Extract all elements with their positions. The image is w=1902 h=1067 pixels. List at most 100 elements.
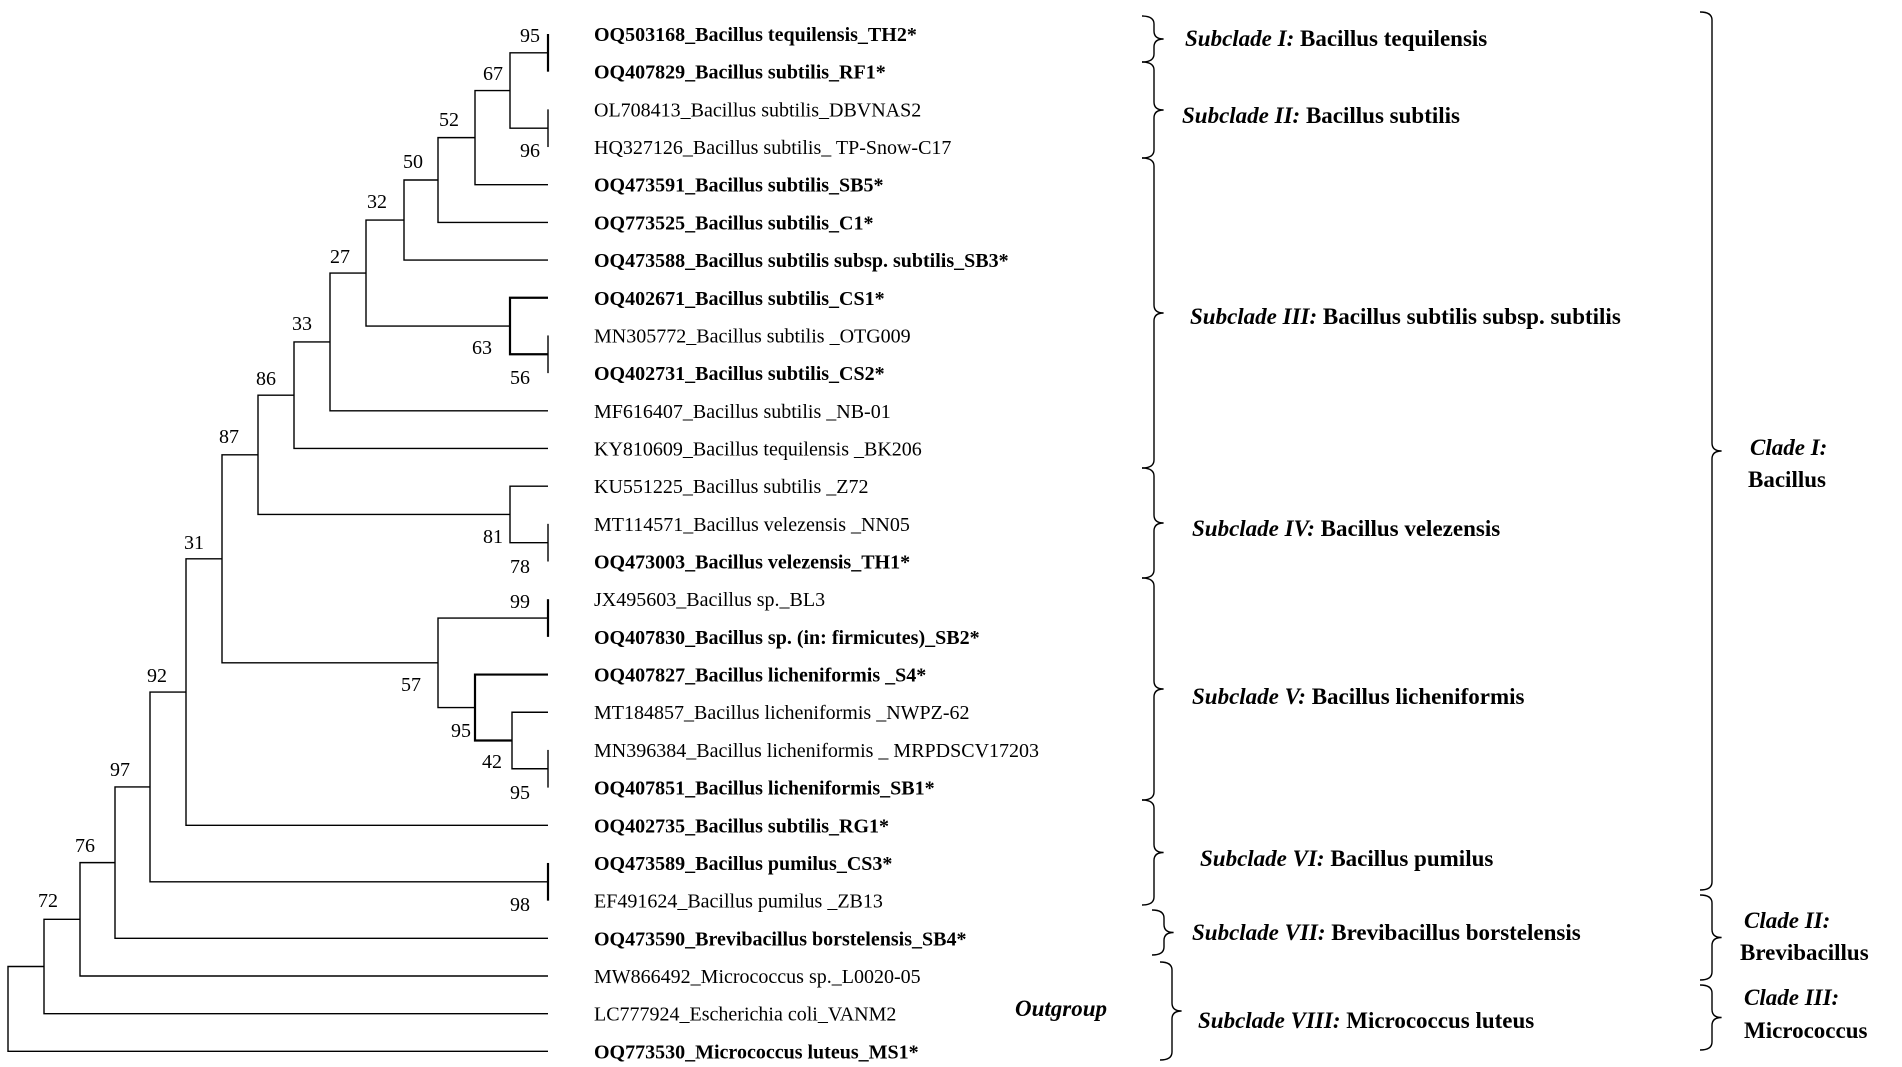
leaf-label: OQ773530_Micrococcus luteus_MS1* <box>594 1041 919 1063</box>
bootstrap-value: 27 <box>330 246 350 268</box>
clade-label-1-prefix: Clade I: <box>1750 435 1827 460</box>
bootstrap-labels: 95 67 96 52 50 32 27 63 56 33 86 87 81 78 31 99 57 95 42 95… <box>38 25 540 916</box>
leaf-label: OQ407830_Bacillus sp. (in: firmicutes)_S… <box>594 627 980 649</box>
bootstrap-value: 31 <box>184 532 204 554</box>
bootstrap-value: 67 <box>483 63 503 85</box>
leaf-label: LC777924_Escherichia coli_VANM2 <box>594 1004 896 1026</box>
tree-branch <box>7 965 548 1053</box>
bootstrap-value: 95 <box>510 782 530 804</box>
clade-brackets <box>1141 11 1722 1061</box>
tree-branch <box>257 394 510 516</box>
tree-branch <box>403 179 548 261</box>
leaf-labels: OQ503168_Bacillus tequilensis_TH2* OQ4078… <box>594 24 1039 1063</box>
subclade-label-4: Subclade IV: Bacillus velezensis <box>1192 516 1500 541</box>
leaf-label: EF491624_Bacillus pumilus _ZB13 <box>594 891 883 913</box>
tree-branch <box>509 485 548 544</box>
clade-label-3-name: Micrococcus <box>1744 1018 1868 1043</box>
leaf-label: KY810609_Bacillus tequilensis _BK206 <box>594 438 922 460</box>
leaf-label: MT114571_Bacillus velezensis _NN05 <box>594 514 910 536</box>
bootstrap-value: 32 <box>367 191 387 213</box>
clade-bracket <box>1151 909 1174 956</box>
bootstrap-value: 87 <box>219 426 239 448</box>
bootstrap-value: 72 <box>38 890 58 912</box>
leaf-label: OQ473588_Bacillus subtilis subsp. subtil… <box>594 250 1009 272</box>
subclade-label-3: Subclade III: Bacillus subtilis subsp. s… <box>1190 304 1621 329</box>
tree-branch <box>329 272 548 412</box>
tree-branch <box>149 691 548 883</box>
clade-label-3-prefix: Clade III: <box>1744 985 1839 1010</box>
leaf-label: JX495603_Bacillus sp._BL3 <box>594 589 825 611</box>
leaf-label: OQ407829_Bacillus subtilis_RF1* <box>594 62 886 84</box>
tree-branch <box>114 786 548 940</box>
leaf-label: MN305772_Bacillus subtilis _OTG009 <box>594 325 911 347</box>
leaf-label: OQ402731_Bacillus subtilis_CS2* <box>594 363 885 385</box>
subclade-label-6: Subclade VI: Bacillus pumilus <box>1200 846 1493 871</box>
tree-branch <box>43 918 548 1015</box>
bootstrap-value: 52 <box>439 109 459 131</box>
tree-branch <box>437 617 548 709</box>
tree-branch <box>221 454 438 664</box>
bootstrap-value: 97 <box>110 759 130 781</box>
clade-bracket <box>1141 577 1164 801</box>
clade-bracket <box>1141 157 1164 469</box>
bootstrap-value: 98 <box>510 894 530 916</box>
clade-bracket <box>1699 984 1722 1051</box>
leaf-label: OQ473590_Brevibacillus borstelensis_SB4* <box>594 928 966 950</box>
bootstrap-value: 78 <box>510 556 530 578</box>
clade-bracket <box>1699 894 1722 981</box>
clade-bracket <box>1141 799 1164 906</box>
leaf-label: OQ402671_Bacillus subtilis_CS1* <box>594 288 885 310</box>
tree-branch <box>293 341 548 450</box>
tree-branch <box>474 89 548 186</box>
bootstrap-value: 86 <box>256 368 276 390</box>
clade-bracket <box>1159 961 1182 1061</box>
leaf-label: MN396384_Bacillus licheniformis _ MRPDSC… <box>594 740 1039 762</box>
leaf-label: OQ773525_Bacillus subtilis_C1* <box>594 212 874 234</box>
leaf-label: OQ402735_Bacillus subtilis_RG1* <box>594 815 889 837</box>
leaf-label: MT184857_Bacillus licheniformis _NWPZ-62 <box>594 702 970 724</box>
bootstrap-value: 56 <box>510 367 530 389</box>
leaf-label: OQ473589_Bacillus pumilus_CS3* <box>594 853 892 875</box>
clade-label-2-name: Brevibacillus <box>1740 940 1869 965</box>
leaf-label: HQ327126_Bacillus subtilis_ TP-Snow-C17 <box>594 137 951 159</box>
subclade-label-7: Subclade VII: Brevibacillus borstelensis <box>1192 920 1581 945</box>
bootstrap-value: 92 <box>147 665 167 687</box>
bootstrap-value: 99 <box>510 591 530 613</box>
leaf-label: OQ473003_Bacillus velezensis_TH1* <box>594 552 910 574</box>
tree-branches <box>7 34 550 1053</box>
clade-bracket <box>1141 467 1164 579</box>
bootstrap-value: 50 <box>403 151 423 173</box>
leaf-label: MW866492_Micrococcus sp._L0020-05 <box>594 966 921 988</box>
subclade-label-5: Subclade V: Bacillus licheniformis <box>1192 684 1524 709</box>
clade-label-2-prefix: Clade II: <box>1744 908 1830 933</box>
bootstrap-value: 95 <box>520 25 540 47</box>
bootstrap-value: 63 <box>472 337 492 359</box>
subclade-label-8: Subclade VIII: Micrococcus luteus <box>1198 1008 1534 1033</box>
subclade-label-2: Subclade II: Bacillus subtilis <box>1182 103 1460 128</box>
tree-branch <box>185 558 548 826</box>
clade-bracket <box>1699 11 1722 891</box>
leaf-label: MF616407_Bacillus subtilis _NB-01 <box>594 401 891 423</box>
bootstrap-value: 95 <box>451 720 471 742</box>
tree-branch <box>365 219 510 327</box>
bootstrap-value: 57 <box>401 674 421 696</box>
leaf-label: OQ407827_Bacillus licheniformis _S4* <box>594 665 926 687</box>
subclade-label-1: Subclade I: Bacillus tequilensis <box>1185 26 1487 51</box>
leaf-label: OQ407851_Bacillus licheniformis_SB1* <box>594 778 935 800</box>
bootstrap-value: 81 <box>483 526 503 548</box>
leaf-label: KU551225_Bacillus subtilis _Z72 <box>594 476 868 498</box>
outgroup-label: Outgroup <box>1015 996 1107 1021</box>
clade-bracket <box>1141 61 1164 159</box>
tree-branch <box>511 711 548 770</box>
leaf-label: OL708413_Bacillus subtilis_DBVNAS2 <box>594 99 921 121</box>
bootstrap-value: 96 <box>520 140 540 162</box>
leaf-label: OQ473591_Bacillus subtilis_SB5* <box>594 175 884 197</box>
leaf-label: OQ503168_Bacillus tequilensis_TH2* <box>594 24 917 46</box>
bootstrap-value: 76 <box>75 835 95 857</box>
bootstrap-value: 33 <box>292 313 312 335</box>
tree-branch <box>509 52 548 129</box>
clade-bracket <box>1141 15 1164 63</box>
clade-label-1-name: Bacillus <box>1748 467 1826 492</box>
bootstrap-value: 42 <box>482 751 502 773</box>
